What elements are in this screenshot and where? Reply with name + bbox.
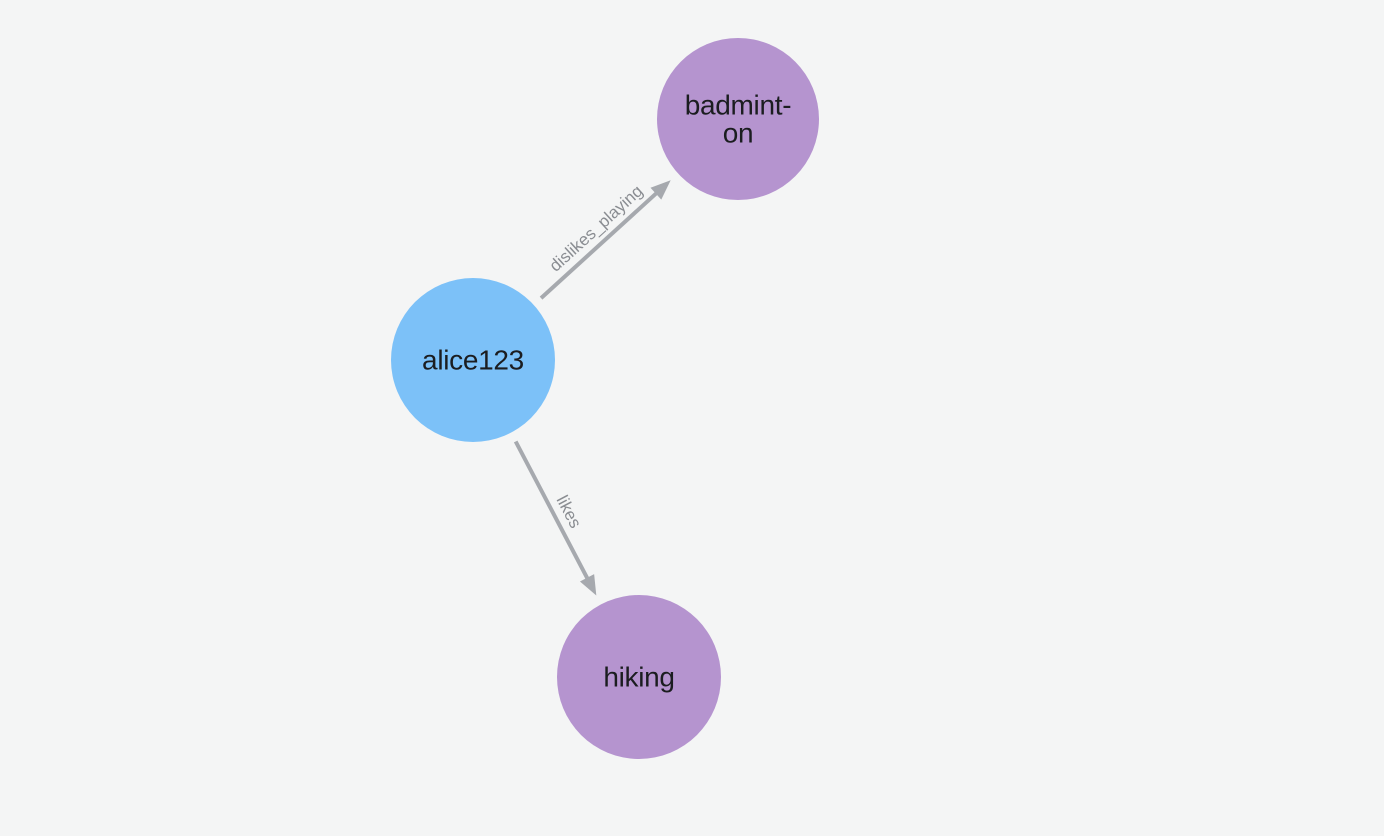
node-layer: alice123 badmint-on hiking xyxy=(391,38,819,759)
relationship-arrowhead xyxy=(650,180,671,200)
node-circle[interactable] xyxy=(557,595,721,759)
node-badminton: badmint-on xyxy=(657,38,819,200)
node-caption: hiking xyxy=(603,662,674,693)
node-caption: alice123 xyxy=(422,345,524,376)
node-circle[interactable] xyxy=(391,278,555,442)
relationship-line[interactable] xyxy=(539,188,661,300)
relationship-line[interactable] xyxy=(513,440,592,584)
node-caption: badmint-on xyxy=(685,90,792,149)
node-circle[interactable] xyxy=(657,38,819,200)
node-hiking: hiking xyxy=(557,595,721,759)
node-alice123: alice123 xyxy=(391,278,555,442)
relationship-arrowhead xyxy=(579,574,597,596)
relationship-likes: likes xyxy=(513,440,597,596)
relationship-dislikes_playing: dislikes_playing xyxy=(539,180,671,300)
relationship-caption[interactable]: dislikes_playing xyxy=(546,181,647,275)
